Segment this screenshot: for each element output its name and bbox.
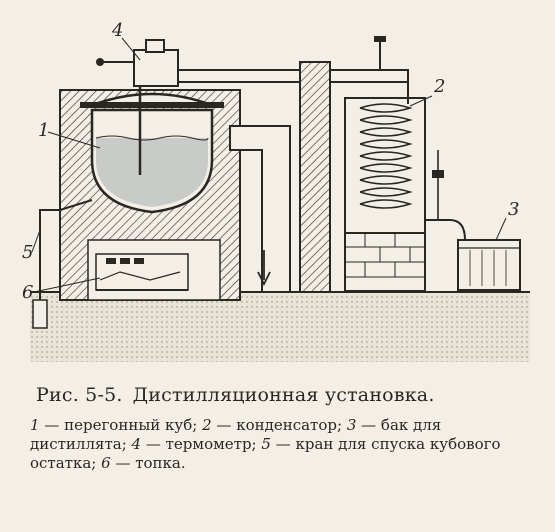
firebox: [95, 253, 189, 291]
caption-legend: 1 — перегонный куб; 2 — конденсатор; 3 —…: [30, 416, 530, 473]
thermometer: [96, 39, 179, 175]
floor: [30, 291, 530, 362]
svg-text:5: 5: [22, 242, 33, 263]
distillate-tank: [457, 239, 521, 291]
distillation-diagram: 1 2 3 4 5 6: [22, 20, 530, 362]
vapour-pipe: [177, 36, 409, 83]
callout-3: 3: [495, 199, 519, 241]
condenser-coil: [359, 103, 413, 209]
callout-6: 6: [22, 277, 101, 303]
legend-item: 2 — конденсатор;: [202, 416, 343, 434]
svg-text:2: 2: [433, 76, 445, 97]
callout-1: 1: [38, 120, 101, 149]
svg-text:6: 6: [22, 282, 33, 303]
figure-caption: Рис. 5-5. Дистилляционная установка. 1 — …: [30, 384, 535, 473]
caption-title: Рис. 5-5. Дистилляционная установка.: [36, 384, 535, 406]
svg-text:4: 4: [111, 20, 123, 41]
still: [80, 92, 224, 214]
callout-5: 5: [22, 229, 41, 263]
wall-flue: [229, 61, 331, 293]
callout-4: 4: [111, 20, 141, 61]
callout-2: 2: [409, 76, 445, 107]
figure-number: Рис. 5-5.: [36, 384, 123, 406]
legend-item: 5 — кран для спуска кубового остатка;: [30, 435, 501, 472]
svg-text:3: 3: [508, 199, 519, 220]
distillate-outlet: [425, 150, 466, 241]
figure-title: Дистилляционная установка.: [132, 384, 435, 406]
svg-text:1: 1: [38, 120, 49, 141]
legend-item: 1 — перегонный куб;: [30, 416, 198, 434]
condenser: [344, 82, 426, 292]
drain-valve: [32, 199, 93, 329]
legend-item: 3 — бак для дистиллята;: [30, 416, 442, 453]
legend-item: 6 — топка.: [101, 454, 186, 472]
legend-item: 4 — термометр;: [131, 435, 257, 453]
